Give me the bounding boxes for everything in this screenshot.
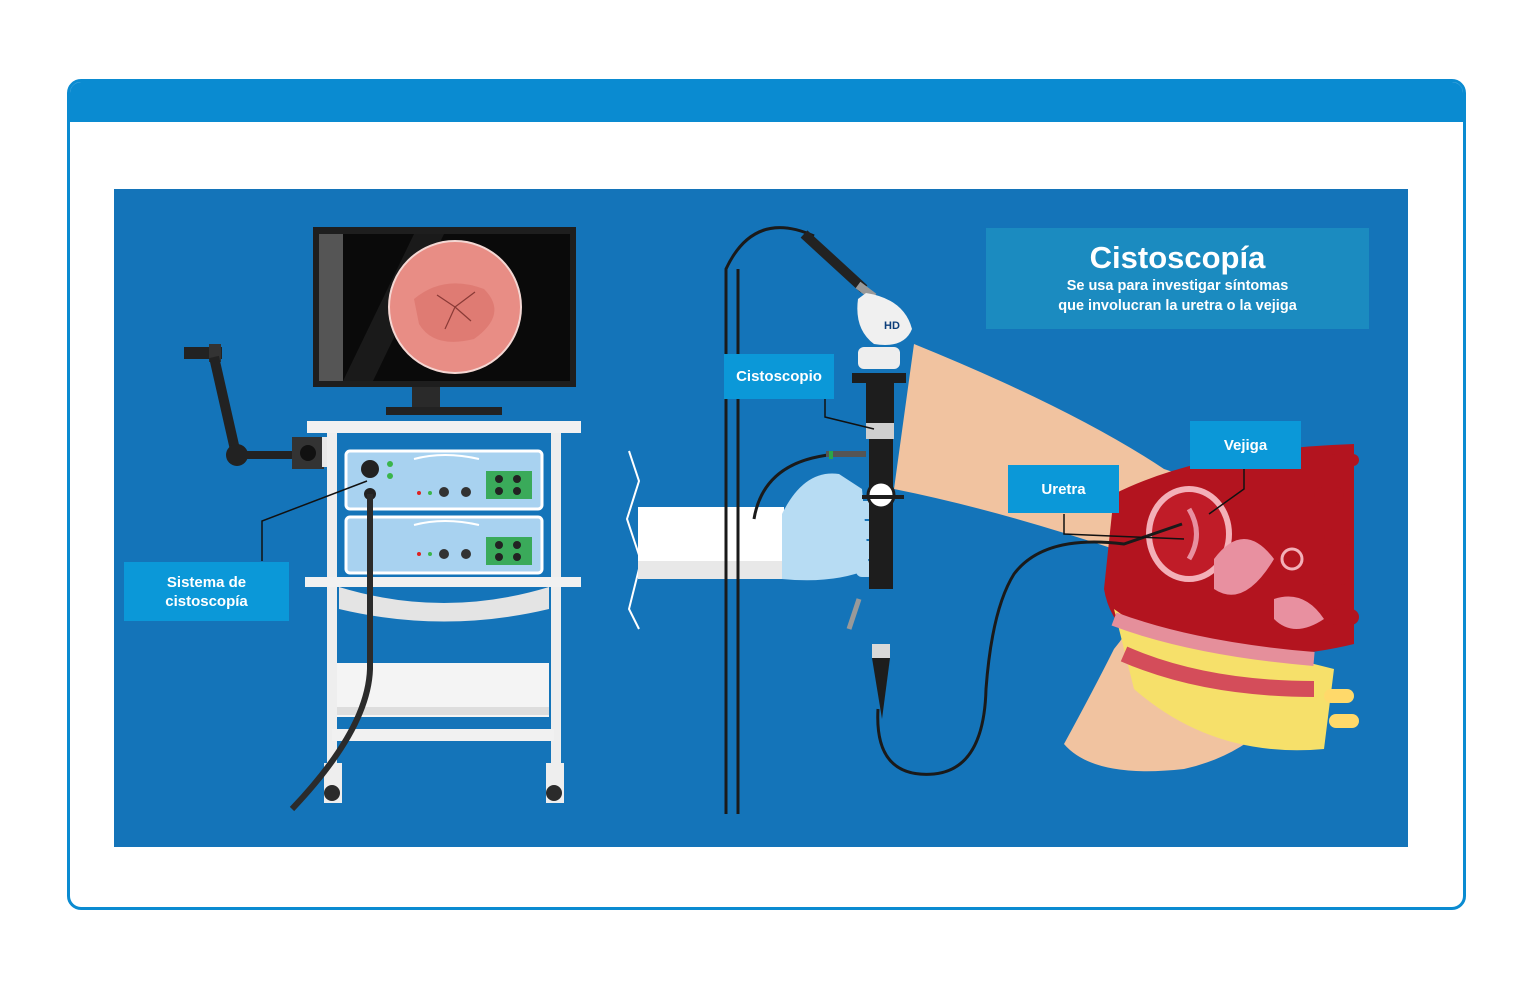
page-title: Cistoscopía	[1089, 240, 1266, 275]
label-urethra: Uretra	[1008, 465, 1119, 513]
processor-unit-top	[344, 449, 544, 511]
window-title-bar	[70, 82, 1463, 122]
label-cystoscope: Cistoscopio	[724, 354, 834, 399]
monitor	[313, 227, 576, 415]
anatomy-cutaway	[1104, 444, 1359, 751]
label-system-line1: Sistema de	[166, 573, 247, 591]
label-scope-text: Cistoscopio	[736, 368, 822, 385]
illustration-panel: HD	[114, 189, 1408, 847]
cystoscope: HD	[800, 230, 912, 719]
system-cable	[289, 494, 373, 812]
cart	[305, 421, 581, 803]
label-system-line2: cistoscopía	[165, 592, 248, 610]
label-cystoscopy-system: Sistema de cistoscopía	[124, 562, 289, 621]
label-urethra-text: Uretra	[1041, 480, 1086, 498]
subtitle-line1: Se usa para investigar síntomas	[1066, 278, 1289, 294]
label-bladder-text: Vejiga	[1223, 436, 1268, 454]
scope-brand: HD	[884, 320, 900, 332]
label-bladder: Vejiga	[1190, 421, 1301, 469]
processor-unit-bottom	[344, 515, 544, 575]
scope-cable	[876, 522, 1183, 776]
cystoscopy-illustration: HD	[184, 226, 1359, 814]
articulated-arm	[184, 344, 332, 469]
subtitle-line2: que involucran la uretra o la vejiga	[1058, 298, 1297, 314]
gloved-hand	[638, 473, 878, 581]
title-box: Cistoscopía Se usa para investigar sínto…	[986, 228, 1369, 329]
